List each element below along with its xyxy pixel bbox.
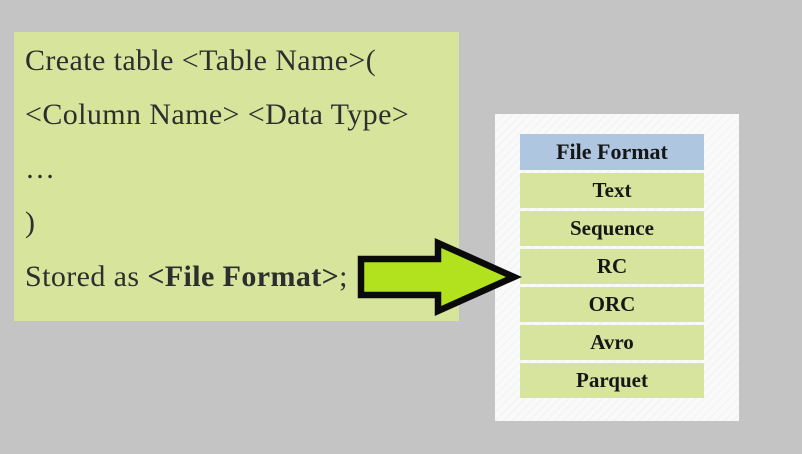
file-format-placeholder: <File Format> bbox=[147, 260, 340, 293]
table-row-parquet: Parquet bbox=[520, 363, 704, 398]
table-header-file-format: File Format bbox=[520, 134, 704, 170]
table-row-avro: Avro bbox=[520, 325, 704, 360]
right-arrow-icon bbox=[357, 237, 522, 317]
table-row-sequence: Sequence bbox=[520, 211, 704, 246]
table-row-orc: ORC bbox=[520, 287, 704, 322]
create-table-code-box: Create table <Table Name>( <Column Name>… bbox=[14, 32, 459, 321]
code-line-stored-as: Stored as <File Format>; bbox=[25, 250, 459, 304]
code-line-close-paren: ) bbox=[25, 206, 36, 239]
code-line-column-type: <Column Name> <Data Type> bbox=[25, 98, 410, 131]
code-line-ellipsis: … bbox=[25, 152, 56, 185]
stored-as-prefix: Stored as bbox=[25, 260, 148, 293]
table-row-rc: RC bbox=[520, 249, 704, 284]
code-line-create-table: Create table <Table Name>( bbox=[25, 44, 377, 77]
table-row-text: Text bbox=[520, 173, 704, 208]
file-format-card: File Format Text Sequence RC ORC Avro Pa… bbox=[495, 114, 739, 421]
right-arrow-shape bbox=[357, 237, 522, 317]
file-format-table: File Format Text Sequence RC ORC Avro Pa… bbox=[520, 134, 704, 401]
stored-as-suffix: ; bbox=[339, 260, 348, 293]
